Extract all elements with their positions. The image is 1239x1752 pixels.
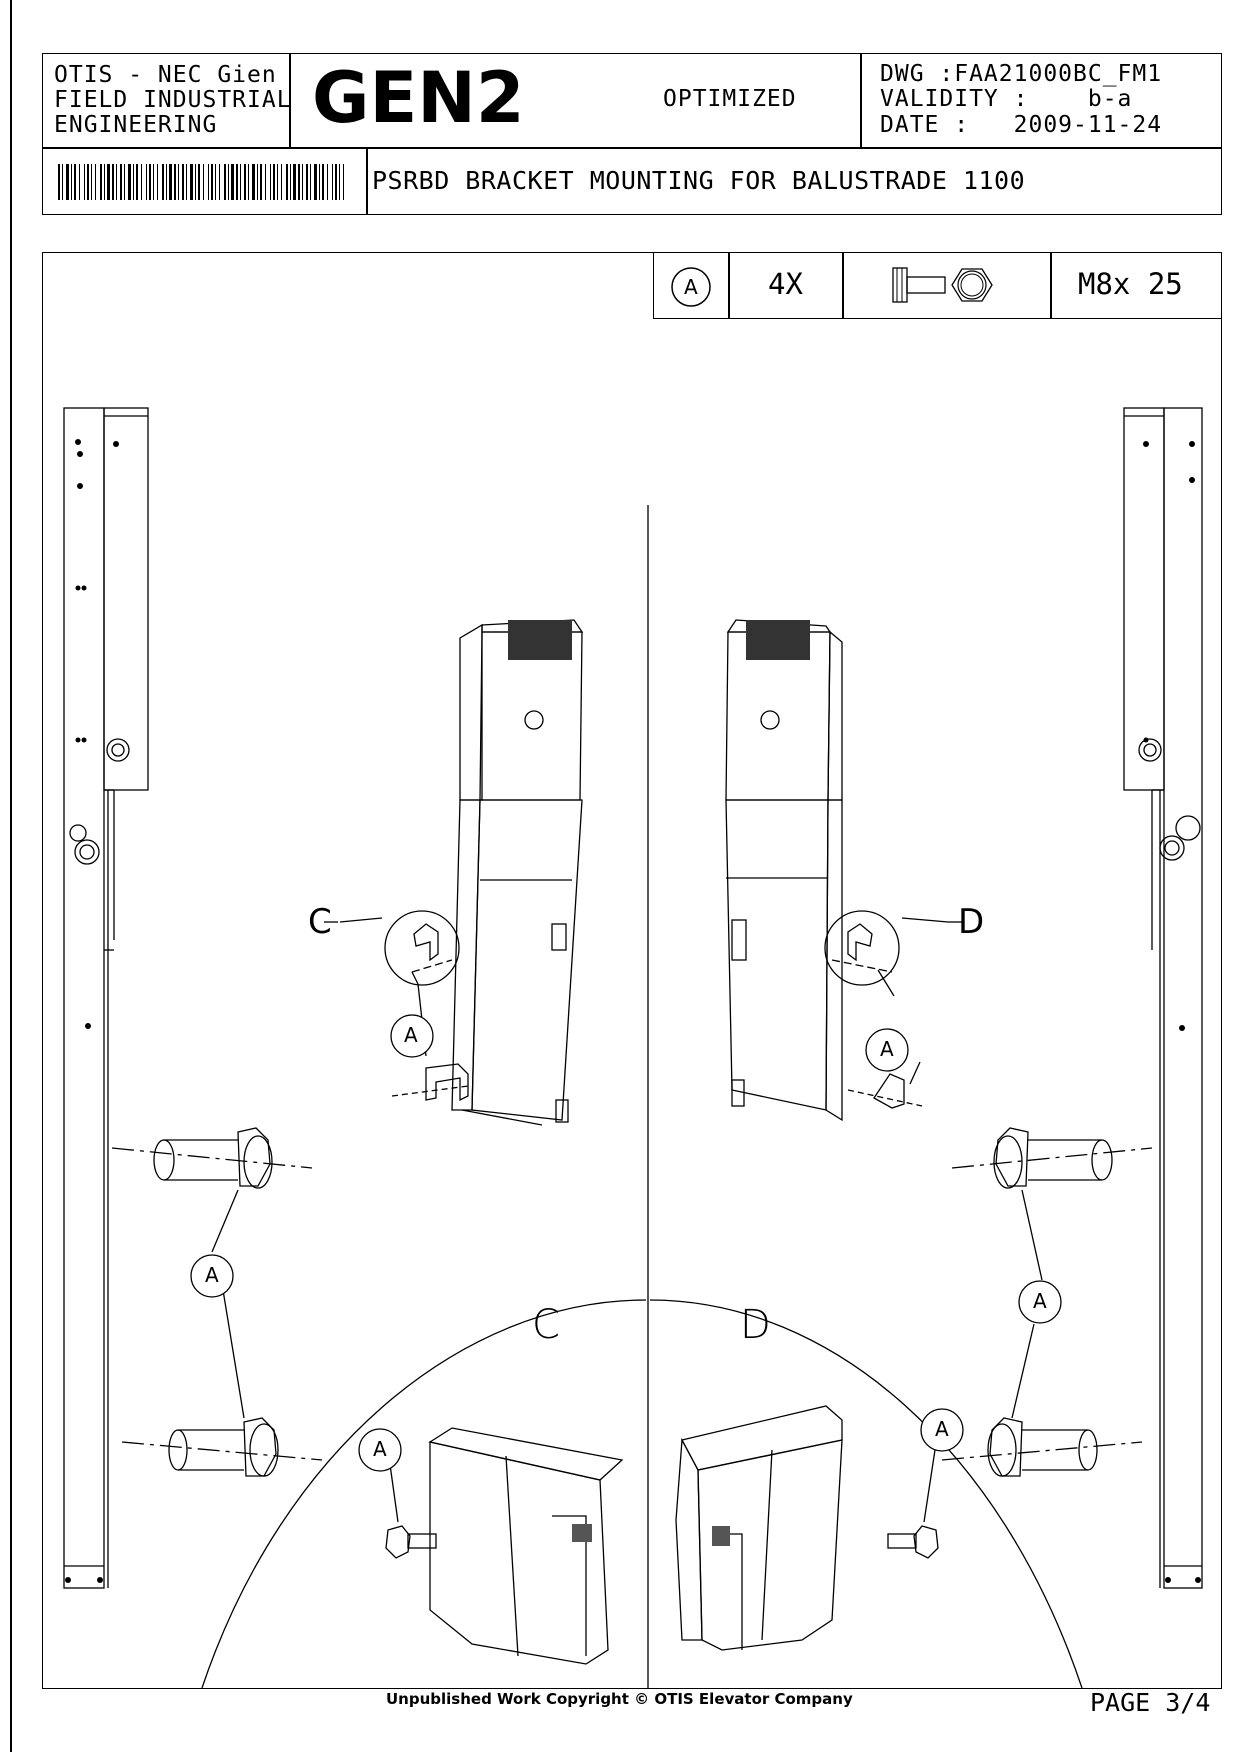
copyright-notice: Unpublished Work Copyright © OTIS Elevat… (386, 1690, 853, 1708)
gen2-logo: GEN2 (312, 57, 525, 139)
title-block-vline-1 (289, 53, 291, 147)
legend-ref-label: A (684, 275, 698, 299)
status-text: OPTIMIZED (663, 86, 797, 112)
legend-ref-circle (671, 267, 711, 307)
detail-d-label: D (740, 1302, 771, 1348)
org-line-3: ENGINEERING (54, 112, 218, 138)
callout-a-5: A (373, 1437, 387, 1461)
legend-vline-2 (842, 252, 844, 319)
title-block-divider (42, 147, 1222, 149)
validity: VALIDITY : b-a (880, 86, 1133, 112)
org-line-2: FIELD INDUSTRIAL (54, 87, 292, 113)
title-block-vline-3 (366, 147, 368, 215)
title-block (42, 53, 1222, 215)
bolt-icon (892, 267, 993, 303)
org-line-1: OTIS - NEC Gien (54, 62, 277, 88)
callout-a-1: A (404, 1023, 418, 1047)
callout-a-3: A (205, 1263, 219, 1287)
assembly-drawing (63, 407, 1203, 1688)
detail-c-label: C (532, 1302, 560, 1348)
drawing-date: DATE : 2009-11-24 (880, 112, 1163, 138)
drawing-title: PSRBD BRACKET MOUNTING FOR BALUSTRADE 11… (372, 166, 1026, 195)
callout-a-6: A (935, 1417, 949, 1441)
callout-a-2: A (880, 1037, 894, 1061)
legend-vline-3 (1050, 252, 1052, 319)
legend-quantity: 4X (768, 267, 803, 301)
page-number: PAGE 3/4 (1090, 1688, 1211, 1717)
drawing-frame (42, 252, 1222, 1689)
detail-c-tag: C (308, 902, 332, 942)
barcode (58, 164, 344, 200)
legend-vline-1 (728, 252, 730, 319)
drawing-number: DWG :FAA21000BC_FM1 (880, 61, 1163, 87)
sheet-left-edge (10, 0, 12, 1752)
legend-spec: M8x 25 (1078, 267, 1183, 301)
callout-a-4: A (1033, 1289, 1047, 1313)
title-block-vline-2 (860, 53, 862, 147)
fastener-legend (653, 252, 1222, 319)
detail-d-tag: D (958, 902, 985, 942)
